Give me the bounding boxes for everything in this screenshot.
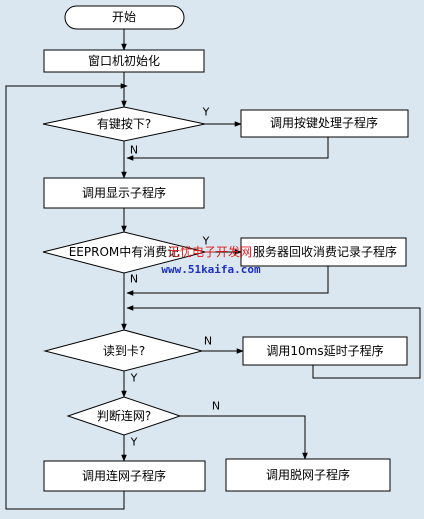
nodes — [42, 5, 409, 492]
key-decision-label: 有键按下? — [97, 117, 151, 131]
node-labels: 开始 窗口机初始化 有键按下? 调用按键处理子程序 调用显示子程序 EEPROM… — [69, 10, 397, 483]
start-label: 开始 — [112, 10, 136, 24]
start-node — [64, 5, 185, 30]
init-label: 窗口机初始化 — [88, 54, 160, 68]
arrow-keyproc-return — [126, 137, 329, 161]
card-yes-label: Y — [130, 372, 138, 385]
net-proc-box — [43, 460, 206, 492]
eeprom-proc-box — [240, 237, 407, 267]
offline-proc-box — [225, 458, 391, 492]
init-box — [43, 49, 205, 73]
eeprom-decision-diamond — [42, 231, 206, 274]
key-no-label: N — [130, 144, 138, 157]
eeprom-no-label: N — [130, 273, 138, 286]
card-decision-diamond — [43, 329, 204, 372]
delay-proc-label: 调用10ms延时子程序 — [266, 343, 383, 358]
delay-proc-box — [242, 336, 408, 366]
eeprom-proc-label: 服务器回收消费记录子程序 — [253, 244, 397, 259]
arrow-net-no — [180, 415, 308, 460]
card-decision-label: 读到卡? — [103, 344, 145, 358]
key-proc-box — [240, 109, 409, 138]
key-decision-diamond — [42, 106, 206, 142]
eeprom-decision-label: EEPROM中有消费记 — [69, 244, 180, 259]
net-decision-label: 判断连网? — [97, 408, 151, 423]
net-decision-diamond — [66, 396, 182, 436]
card-no-label: N — [204, 335, 212, 348]
watermark-url: www.51kaifa.com — [161, 263, 261, 276]
net-no-label: N — [212, 400, 220, 413]
branch-labels: Y N Y N N Y N Y — [130, 106, 220, 449]
display-box — [43, 177, 205, 209]
connectors — [5, 29, 421, 510]
watermark-text: 无忧电子开发网 — [168, 244, 252, 259]
net-proc-label: 调用连网子程序 — [82, 468, 166, 483]
eeprom-yes-label: Y — [202, 235, 210, 248]
net-yes-label: Y — [130, 436, 138, 449]
key-yes-label: Y — [202, 106, 210, 119]
arrow-delay-return — [126, 305, 421, 379]
display-label: 调用显示子程序 — [82, 185, 166, 200]
arrow-main-loop — [5, 83, 128, 510]
arrow-eepromproc-return — [126, 266, 329, 296]
key-proc-label: 调用按键处理子程序 — [270, 115, 378, 130]
offline-proc-label: 调用脱网子程序 — [266, 467, 350, 482]
